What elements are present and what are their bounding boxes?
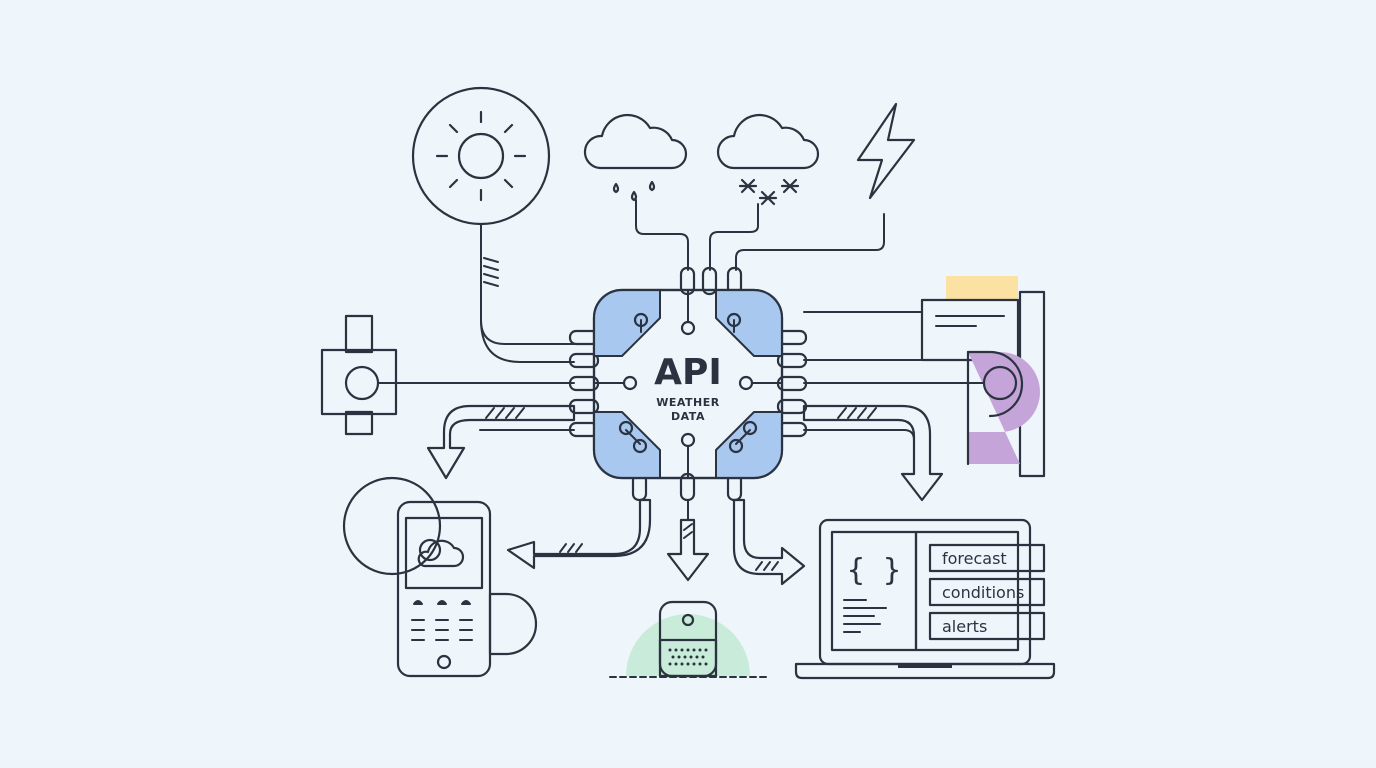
tag-forecast	[928, 543, 1046, 573]
tag-alerts-label: alerts	[942, 617, 987, 636]
sun-icon	[411, 86, 551, 226]
top-connection-wires	[480, 199, 885, 363]
rain-cloud-icon	[583, 114, 688, 202]
chip-subtitle-line2: DATA	[671, 410, 705, 423]
laptop-icon: { } forecast conditions alerts	[794, 518, 1056, 680]
smartphone-icon	[342, 476, 538, 678]
api-chip: API WEATHER DATA	[592, 288, 784, 480]
laptop-yellow-arrow	[732, 498, 806, 586]
snow-cloud-icon	[716, 114, 820, 206]
right-lower-wire	[803, 429, 915, 441]
tag-forecast-label: forecast	[942, 549, 1007, 568]
right-green-arrow	[802, 404, 944, 502]
tag-conditions	[928, 577, 1046, 607]
chip-title: API	[654, 352, 722, 393]
lightning-icon	[856, 102, 916, 200]
phone-yellow-arrow	[506, 498, 652, 570]
chip-subtitle-line1: WEATHER	[656, 396, 720, 409]
left-green-arrow	[426, 404, 576, 480]
code-braces-glyph: { }	[847, 553, 901, 588]
tag-conditions-label: conditions	[942, 583, 1024, 602]
smartwatch-icon	[320, 314, 398, 436]
speaker-green-arrow	[666, 518, 710, 582]
document-stack-icon	[920, 276, 1046, 478]
right-wires	[803, 311, 985, 384]
tag-alerts	[928, 611, 1046, 641]
smart-speaker-icon	[609, 600, 767, 678]
